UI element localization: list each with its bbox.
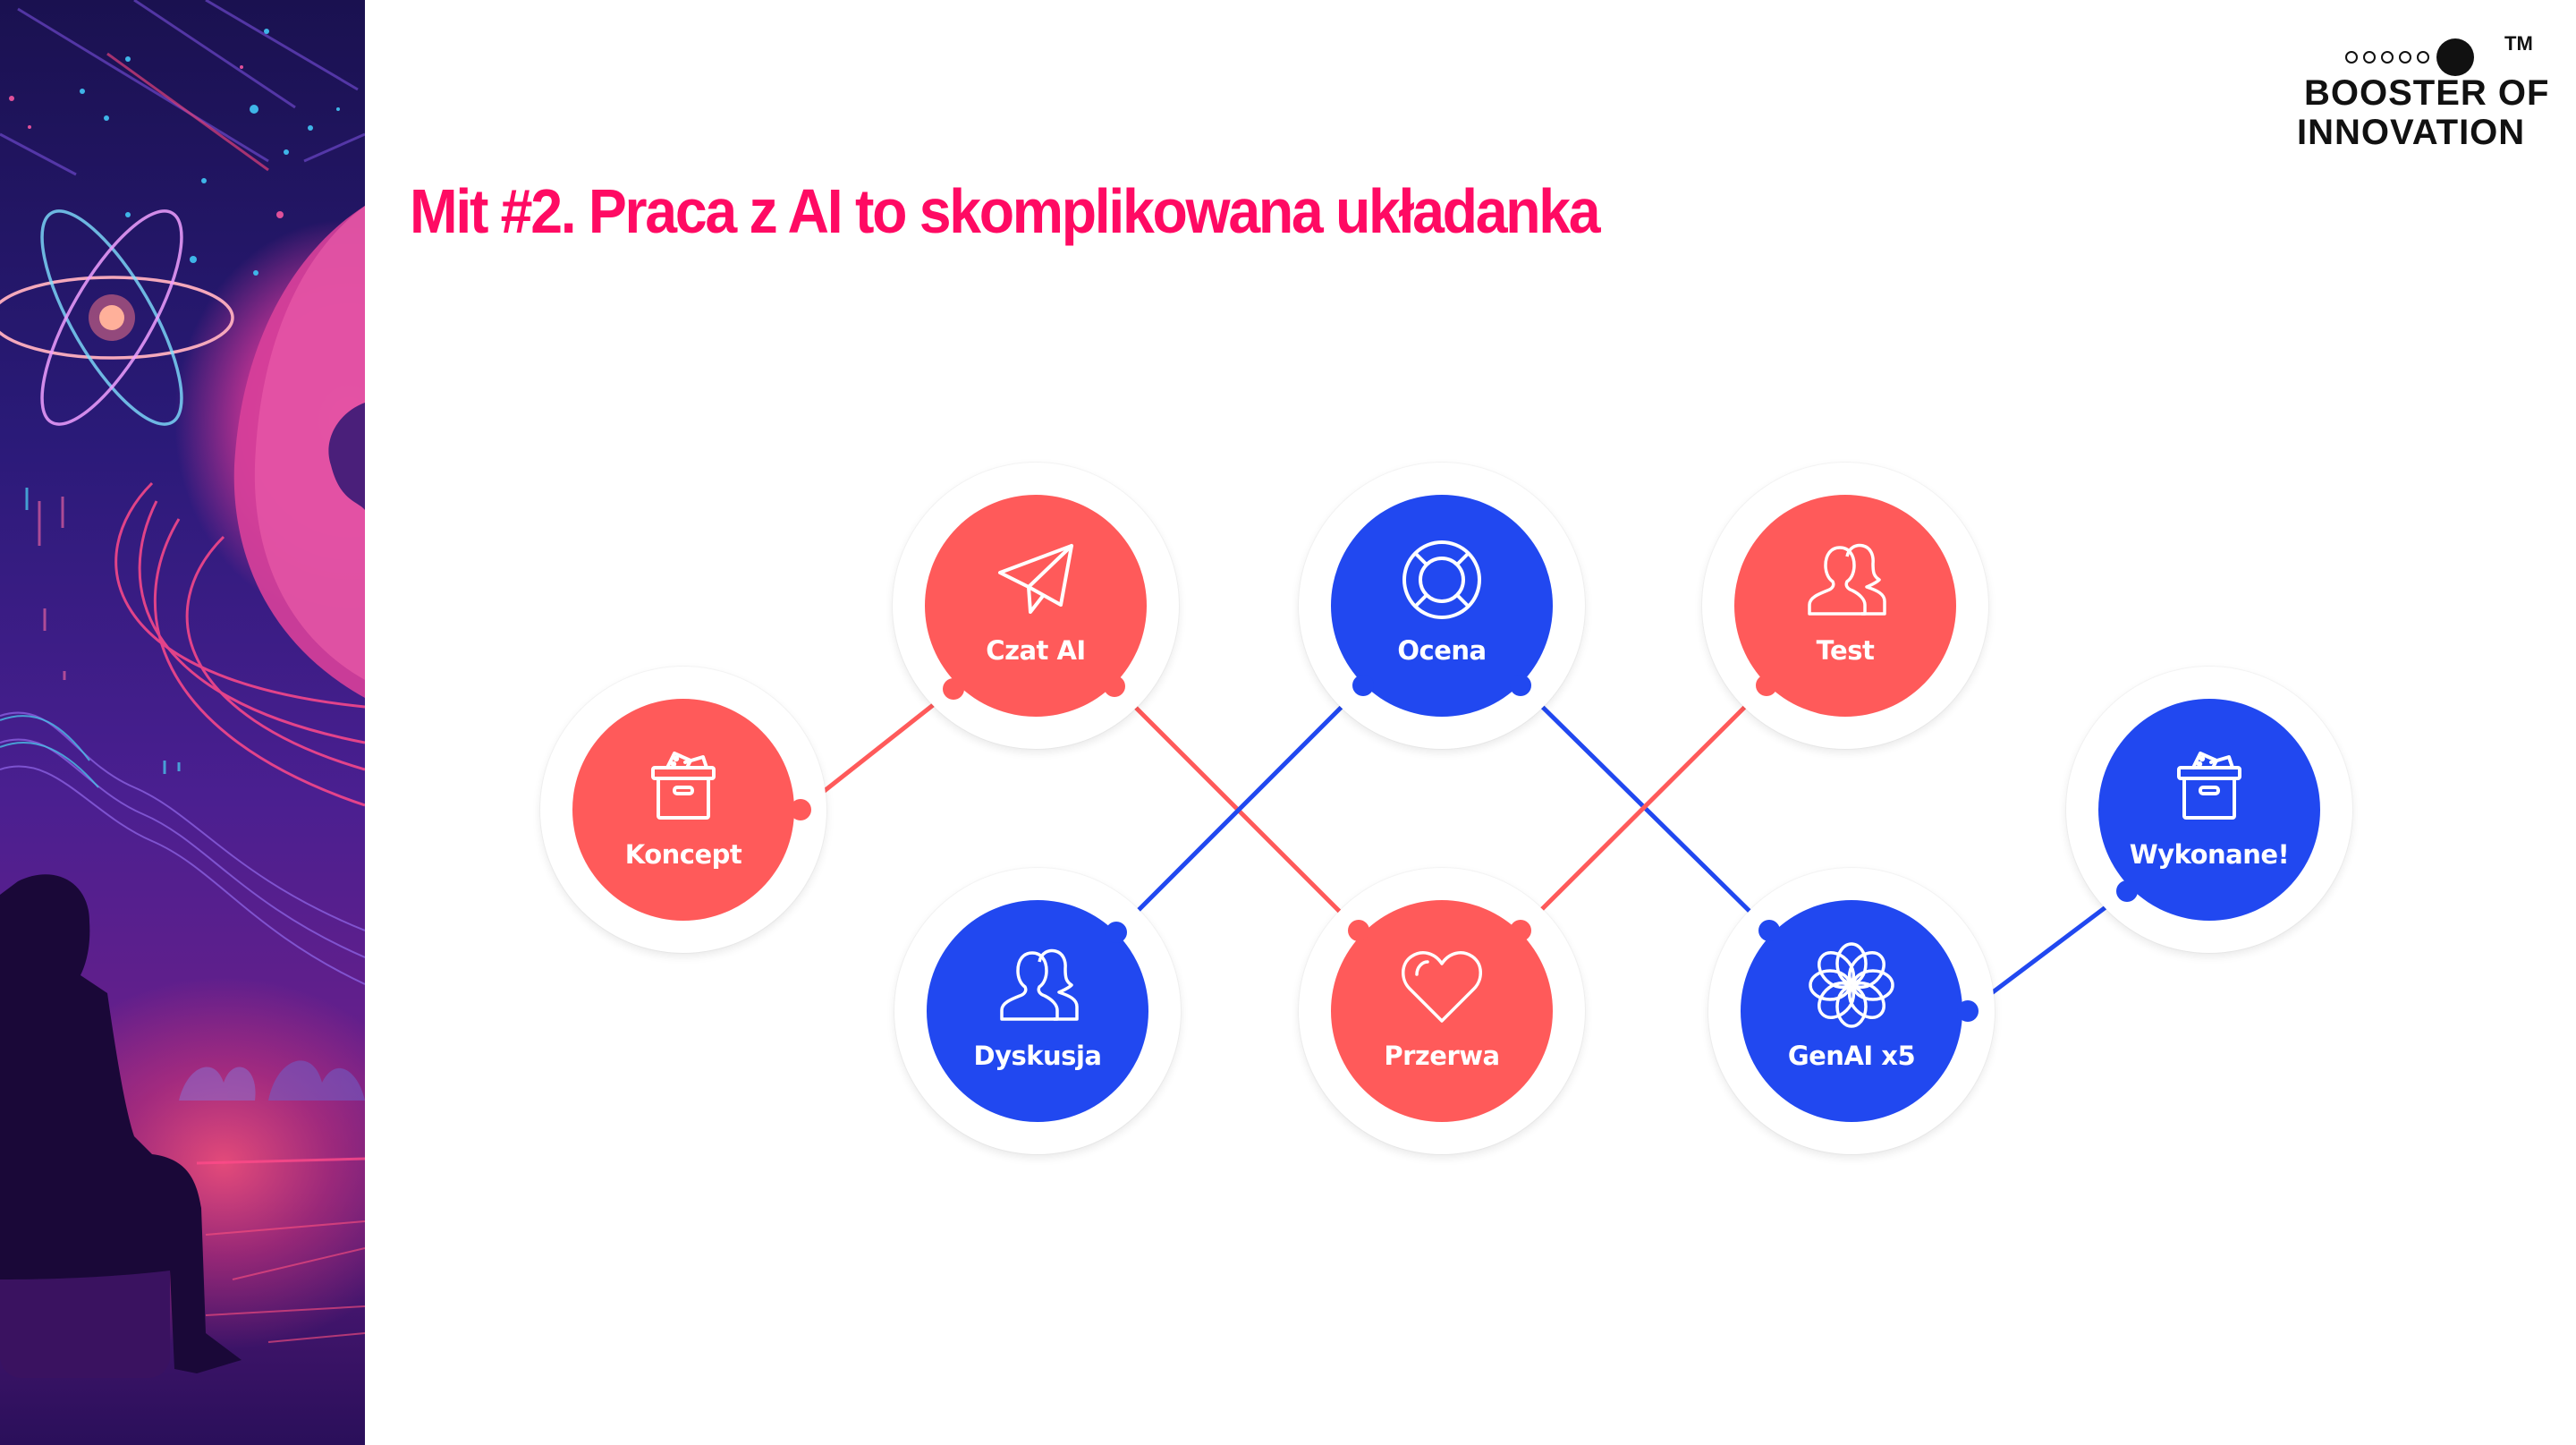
node-label: Dyskusja	[973, 1041, 1102, 1071]
side-illustration	[0, 0, 365, 1445]
node-circle: Przerwa	[1331, 900, 1553, 1122]
node-przerwa[interactable]: Przerwa	[1299, 868, 1585, 1154]
node-ocena[interactable]: Ocena	[1299, 463, 1585, 749]
connector-czat-przerwa	[1113, 684, 1360, 932]
box-icon	[640, 750, 726, 827]
node-label: Przerwa	[1384, 1041, 1500, 1071]
heart-icon	[1399, 951, 1485, 1028]
node-label: Czat AI	[986, 635, 1086, 666]
logo-line-2: INNOVATION	[2297, 113, 2526, 152]
neon-space-illustration	[0, 0, 365, 1378]
node-label: Koncept	[624, 839, 742, 870]
node-koncept[interactable]: Koncept	[540, 667, 826, 953]
node-wykonane[interactable]: Wykonane!	[2066, 667, 2352, 953]
node-label: Ocena	[1397, 635, 1487, 666]
logo-line-1: BOOSTER OF	[2304, 73, 2550, 113]
node-genai[interactable]: GenAI x5	[1708, 868, 1995, 1154]
node-label: Wykonane!	[2129, 839, 2290, 870]
node-dyskusja[interactable]: Dyskusja	[894, 868, 1181, 1154]
box-icon	[2166, 750, 2252, 827]
connector-genai-wykonane	[1966, 889, 2129, 1013]
connector-przerwa-test	[1519, 684, 1768, 932]
paper-plane-icon	[993, 544, 1079, 623]
slide-title: Mit #2. Praca z AI to skomplikowana ukła…	[410, 176, 1601, 246]
connector-koncept-czat	[799, 687, 955, 812]
lifebuoy-icon	[1399, 540, 1485, 623]
node-circle: Koncept	[572, 699, 794, 921]
atom-flower-icon	[1809, 942, 1894, 1028]
node-czat[interactable]: Czat AI	[893, 463, 1179, 749]
node-circle: Dyskusja	[927, 900, 1148, 1122]
node-circle: Wykonane!	[2098, 699, 2320, 921]
node-label: Test	[1816, 635, 1875, 666]
node-label: GenAI x5	[1787, 1041, 1916, 1071]
node-circle: Test	[1734, 495, 1956, 717]
trademark-mark: TM	[2504, 32, 2533, 55]
connector-dyskusja-ocena	[1114, 684, 1365, 934]
node-test[interactable]: Test	[1702, 463, 1988, 749]
booster-of-innovation-logo: TM BOOSTER OF INNOVATION	[2297, 27, 2565, 161]
node-circle: Ocena	[1331, 495, 1553, 717]
node-circle: Czat AI	[925, 495, 1147, 717]
node-circle: GenAI x5	[1741, 900, 1962, 1122]
logo-dots-icon	[2345, 38, 2474, 76]
users-icon	[995, 948, 1080, 1028]
users-icon	[1802, 543, 1888, 623]
